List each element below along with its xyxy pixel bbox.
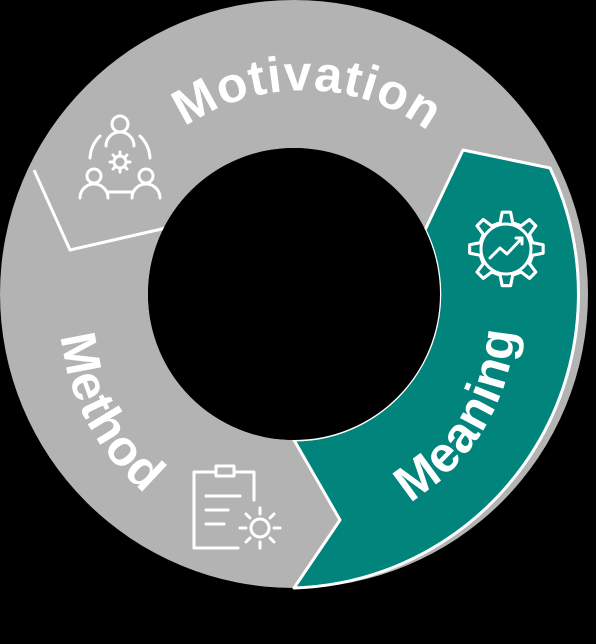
clipboard-gear-icon — [192, 464, 282, 550]
ring-center — [148, 148, 440, 440]
divider-motivation-method — [32, 169, 167, 252]
gear-chart-icon — [468, 210, 545, 288]
team-gear-icon — [78, 114, 162, 200]
